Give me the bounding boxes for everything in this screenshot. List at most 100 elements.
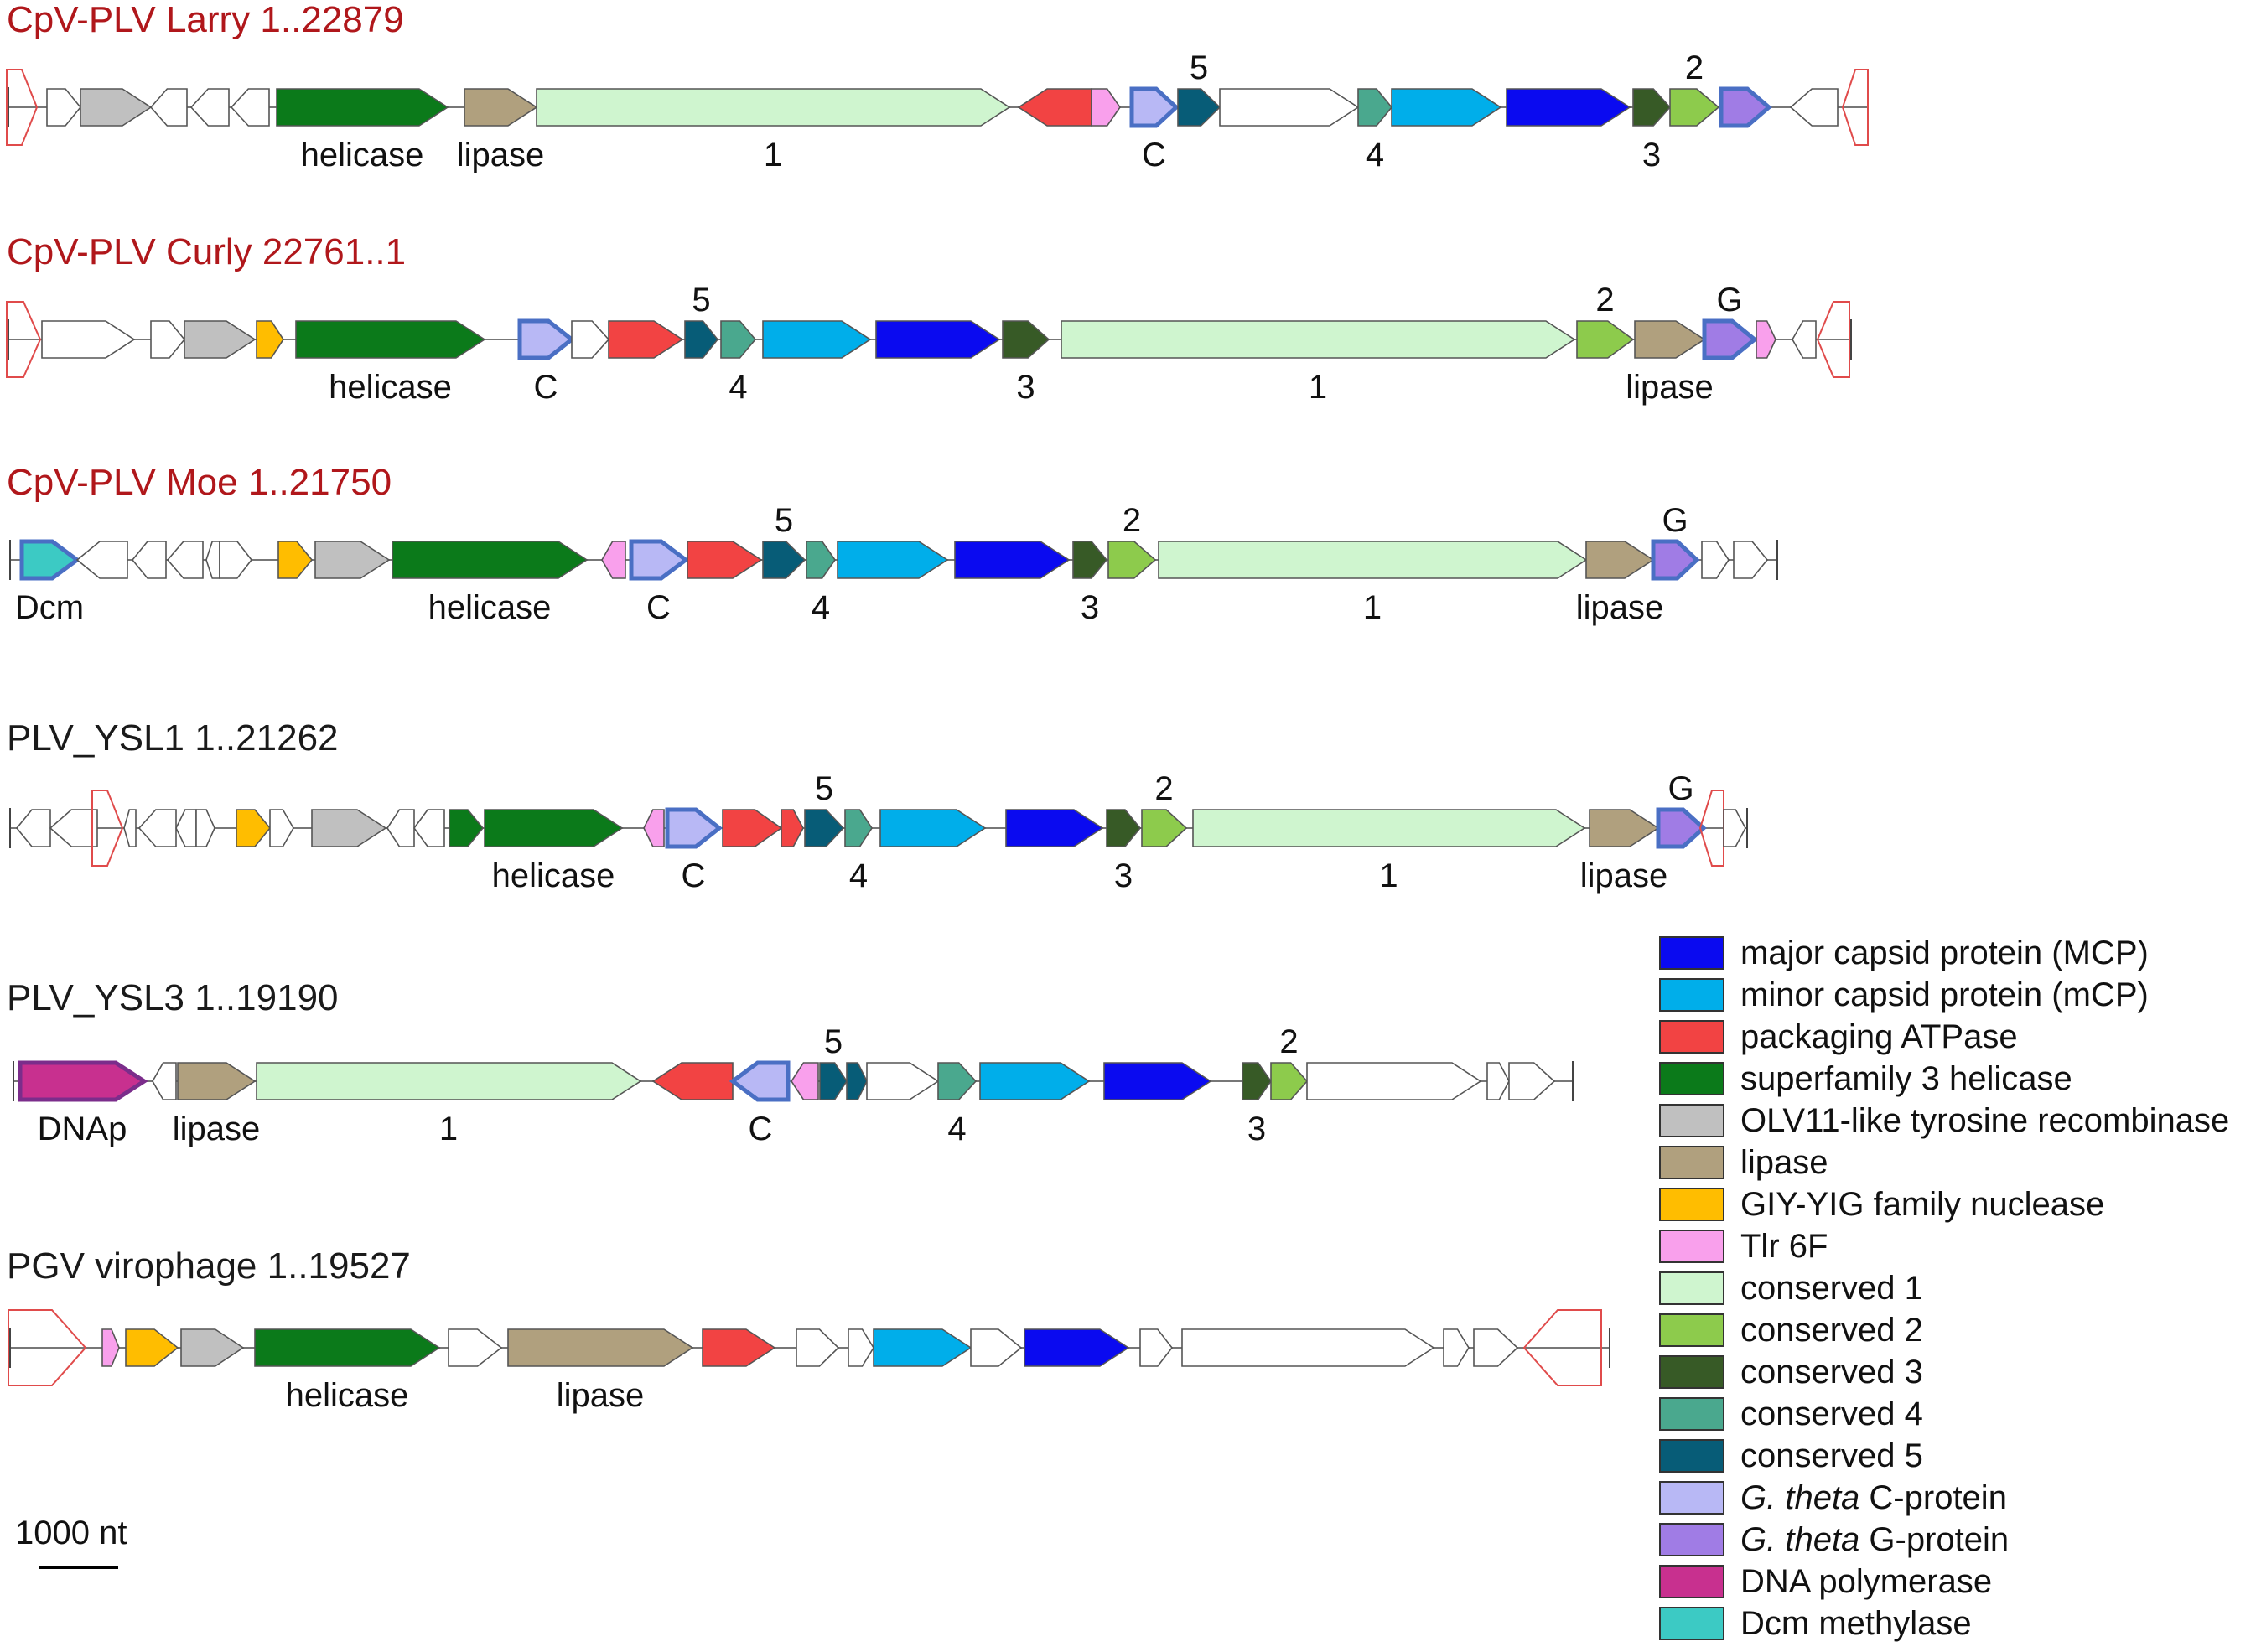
legend-swatch-gg [1659,1523,1724,1556]
legend-swatch-lip [1659,1146,1724,1179]
legend-label-lip: lipase [1740,1144,1828,1181]
gene-c3 [1106,809,1142,847]
gene-gc [517,318,576,360]
gene-unannotated [1723,809,1746,847]
gene-label: helicase [286,1377,409,1414]
gene-hel [449,809,485,847]
gene-unannotated [166,541,204,579]
gene-mcp [1005,809,1104,847]
gene-c5 [762,541,806,579]
gene-number-label: 2 [1154,770,1173,807]
gene-unannotated [41,320,136,359]
gene-label: 1 [1379,857,1398,894]
legend-swatch-rec [1659,1104,1724,1137]
gene-label: C [682,857,706,894]
gene-mcp [1506,88,1631,127]
gene-number-label: 2 [1123,502,1141,539]
gene-atp [651,1062,734,1100]
gene-label: helicase [329,369,452,406]
gene-unannotated [195,809,215,847]
gene-unannotated [1473,1328,1519,1367]
scale-bar: 1000 nt [15,1515,127,1569]
legend-label-gc: G. theta C-protein [1740,1479,2007,1516]
gene-label: 3 [1016,369,1035,406]
gene-unannotated [866,1062,940,1100]
track-title: PLV_YSL3 1..19190 [7,977,339,1018]
gene-unannotated [75,541,128,579]
gene-unannotated [150,320,186,359]
gene-tlr [1091,88,1121,127]
gene-c4 [806,541,836,579]
gene-label: C [1142,137,1166,173]
legend-label-tlr: Tlr 6F [1740,1228,1828,1265]
gene-unannotated [149,88,188,127]
gene-unannotated [189,88,230,127]
gene-mcp [875,320,1001,359]
gene-unannotated [1733,541,1769,579]
gene-c4 [720,320,757,359]
gene-c2 [1576,320,1635,359]
gene-c3 [1242,1062,1272,1100]
gene-giy [256,320,284,359]
gene-gg [1651,539,1700,581]
legend-label-mcp: major capsid protein (MCP) [1740,935,2149,971]
gene-label: Dcm [15,589,84,626]
gene-atp [1017,88,1092,127]
legend-label-c2: conserved 2 [1740,1312,1923,1349]
gene-unannotated [848,1328,874,1367]
legend-swatch-c5 [1659,1439,1724,1473]
legend-label-hel: superfamily 3 helicase [1740,1060,2072,1097]
itr-arrow [1841,69,1869,146]
gene-mcp2 [762,320,872,359]
gene-label: DNAp [38,1111,127,1147]
legend-swatch-c2 [1659,1313,1724,1347]
gene-mcp2 [1391,88,1502,127]
itr-arrow [8,1309,87,1386]
gene-mcp [1024,1328,1130,1367]
track-title: CpV-PLV Curly 22761..1 [7,231,406,272]
gene-label: 1 [764,137,782,173]
gene-rec [80,88,153,127]
track-title: PGV virophage 1..19527 [7,1245,411,1287]
gene-gg [1719,86,1772,128]
gene-unannotated [137,809,177,847]
gene-unannotated [1486,1062,1510,1100]
gene-unannotated [131,541,167,579]
gene-label: helicase [301,137,424,173]
legend-label-dcm: Dcm methylase [1740,1605,1972,1642]
legend-swatch-dnap [1659,1565,1724,1598]
gene-label: 4 [849,857,868,894]
gene-label: 3 [1081,589,1099,626]
gene-number-label: 2 [1595,282,1614,318]
gene-tlr [643,809,665,847]
gene-c1 [1192,809,1586,847]
gene-c4 [844,809,873,847]
legend: major capsid protein (MCP)minor capsid p… [1659,935,2229,1642]
gene-number-label: 5 [815,770,833,807]
gene-unannotated [152,1062,177,1100]
gene-label: C [646,589,671,626]
itr-arrow [6,301,42,378]
gene-number-label: 5 [824,1023,843,1060]
gene-c1 [256,1062,642,1100]
scale-bar-label: 1000 nt [15,1515,127,1551]
gene-lip [507,1328,694,1367]
gene-c1 [1158,541,1588,579]
gene-mcp2 [837,541,949,579]
gene-number-label: 2 [1279,1023,1298,1060]
gene-number-label: G [1662,502,1688,539]
gene-unannotated [1139,1328,1174,1367]
gene-lip [1589,809,1660,847]
gene-c2 [1107,541,1157,579]
gene-mcp2 [879,809,987,847]
gene-tlr [101,1328,120,1367]
gene-c5 [846,1062,868,1100]
gene-number-label: 5 [1190,49,1208,86]
gene-c2 [1270,1062,1309,1100]
legend-swatch-c3 [1659,1355,1724,1389]
